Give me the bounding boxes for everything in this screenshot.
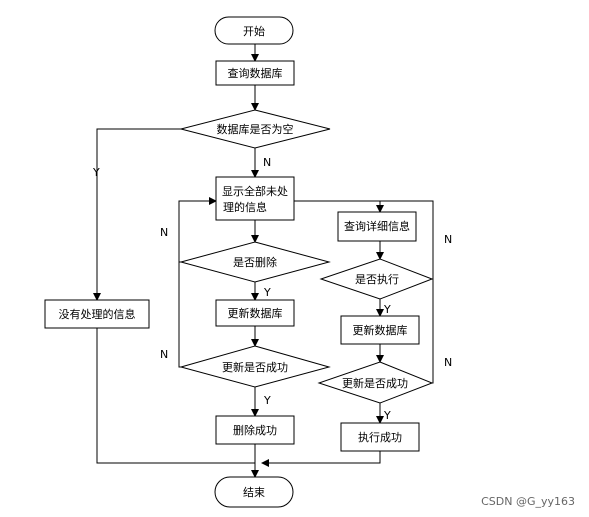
no-pending-label: 没有处理的信息 [59, 307, 136, 321]
no-pending-box [44, 299, 150, 329]
label-y-update-right: Y [383, 409, 391, 422]
label-y-delete: Y [263, 286, 271, 299]
update-ok-left-decision [179, 345, 331, 388]
start-label: 开始 [243, 24, 265, 38]
edge-okr-n-loop [432, 279, 434, 384]
db-empty-decision [180, 109, 331, 149]
query-db-box [215, 60, 295, 86]
db-empty-label: 数据库是否为空 [217, 122, 294, 136]
update-db-right-box [340, 315, 420, 345]
query-db-label: 查询数据库 [228, 66, 283, 80]
end-label: 结束 [243, 486, 265, 499]
update-db-left-label: 更新数据库 [228, 306, 283, 320]
label-n-update-right: N [444, 356, 452, 369]
label-n-db-empty: N [263, 156, 271, 169]
update-ok-right-label: 更新是否成功 [342, 376, 408, 390]
show-pending-label-line1: 显示全部未处 [222, 184, 288, 198]
edge-show-detail [294, 200, 384, 213]
edge-okl-n-loop [178, 201, 181, 368]
delete-ok-label: 删除成功 [233, 423, 277, 437]
is-delete-label: 是否删除 [233, 255, 277, 269]
update-ok-right-decision [317, 361, 434, 404]
delete-ok-box [215, 415, 295, 445]
edge-executeok-end [261, 451, 381, 467]
is-delete-decision [179, 241, 331, 283]
update-db-left-box [215, 299, 295, 327]
show-pending-label-line2: 理的信息 [223, 200, 267, 214]
is-execute-label: 是否执行 [355, 272, 399, 286]
label-y-execute: Y [383, 303, 391, 316]
label-y-update-left: Y [263, 394, 271, 407]
edge-delete-n-loop [178, 197, 217, 263]
edge-nopending-end [96, 328, 255, 464]
edge-empty-nopending [93, 128, 181, 301]
update-ok-left-label: 更新是否成功 [222, 360, 288, 374]
query-detail-label: 查询详细信息 [344, 219, 410, 233]
execute-ok-box [340, 422, 420, 452]
label-n-execute: N [444, 233, 452, 246]
execute-ok-label: 执行成功 [358, 430, 402, 444]
is-execute-decision [319, 258, 434, 300]
watermark: CSDN @G_yy163 [481, 495, 575, 508]
query-detail-box [337, 211, 417, 242]
end-terminator [214, 476, 294, 508]
update-db-right-label: 更新数据库 [353, 323, 408, 337]
label-n-update-left: N [160, 348, 168, 361]
start-terminator [214, 16, 294, 45]
label-n-delete: N [160, 226, 168, 239]
show-pending-box [215, 176, 295, 221]
label-y-db-empty: Y [92, 166, 100, 179]
